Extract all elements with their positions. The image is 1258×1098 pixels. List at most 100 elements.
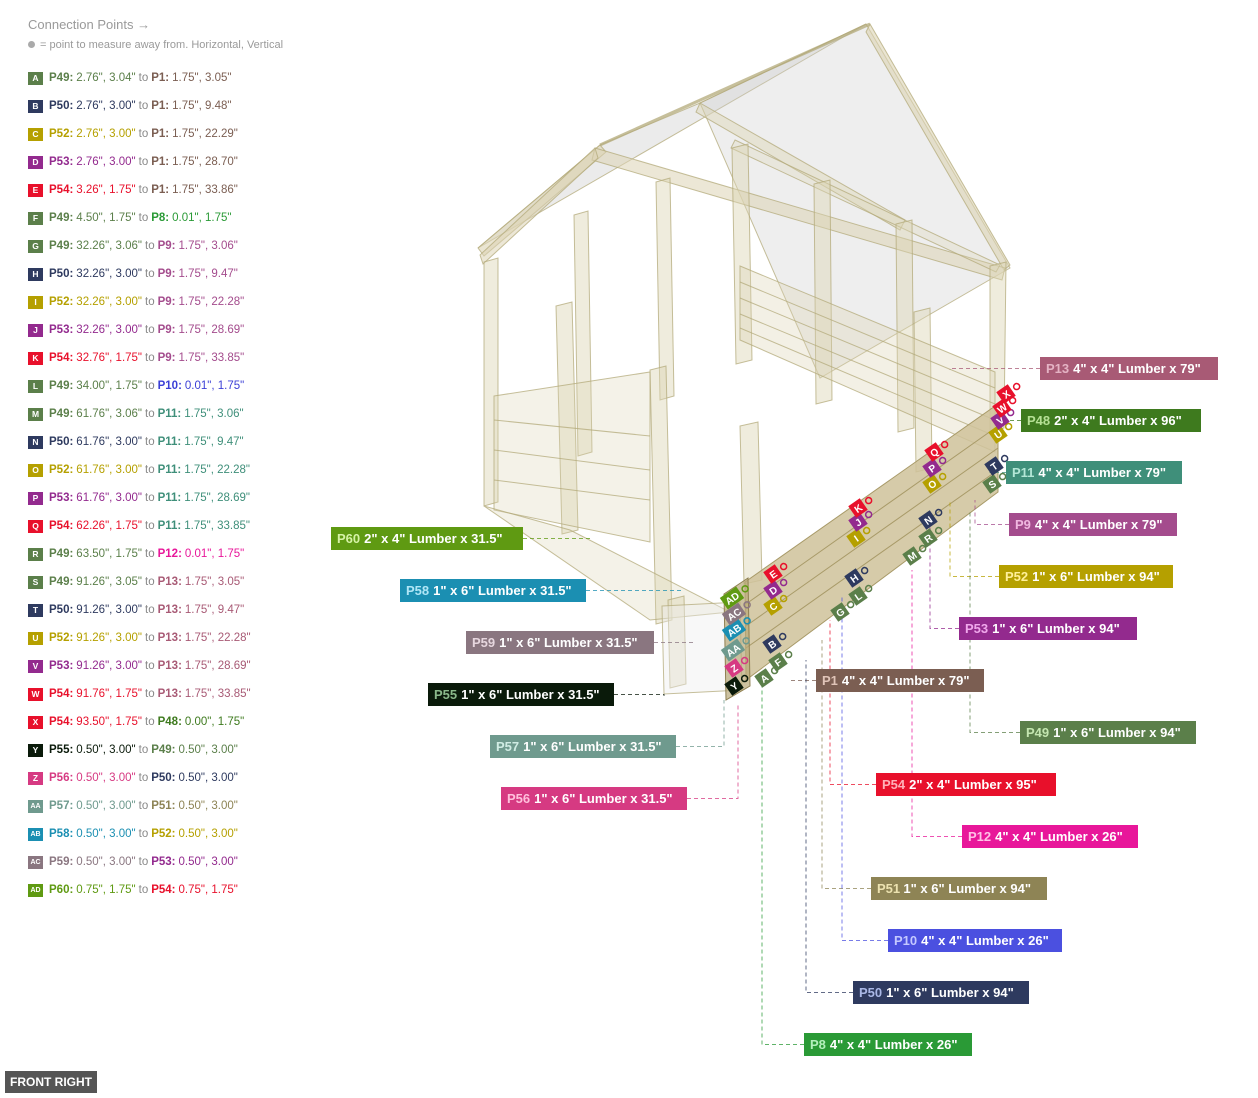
part-label-background [1040,357,1218,380]
connection-badge: A [28,71,43,85]
marker-tag [848,586,868,606]
to-part: P10: [157,380,182,392]
measure-point-icon [864,510,873,519]
marker-tag [996,384,1016,404]
to-value: 1.75", 28.69" [178,324,245,336]
part-label-background [804,1033,972,1056]
part-label-background [853,981,1029,1004]
connection-marker-b[interactable]: B [762,629,789,654]
connection-marker-i[interactable]: I [846,523,873,548]
to-value: 0.01", 1.75" [184,380,245,392]
connection-badge: K [28,351,43,365]
left-board-line-1 [493,419,651,437]
connection-marker-l[interactable]: L [848,581,875,606]
connection-marker-h[interactable]: H [844,563,871,588]
part-label-background [490,735,676,758]
leader-line [687,704,739,799]
to-word: to [138,744,149,756]
to-value: 1.75", 3.06" [184,408,244,420]
connection-marker-s[interactable]: S [982,469,1009,494]
connection-marker-j[interactable]: J [848,507,875,532]
connection-marker-y[interactable]: Y [724,671,751,696]
to-value: 0.01", 1.75" [184,548,245,560]
to-word: to [138,884,149,896]
view-front-right-button[interactable]: FRONT RIGHT [5,1071,97,1093]
connection-marker-g[interactable]: G [830,597,857,622]
connection-marker-e[interactable]: E [763,559,790,584]
connection-marker-q[interactable]: Q [924,437,951,462]
from-value: 93.50", 1.75" [76,716,143,728]
part-label-background [1021,409,1201,432]
connection-marker-m[interactable]: M [902,541,929,566]
part-label-background [400,579,586,602]
connection-marker-p[interactable]: P [922,453,949,478]
connection-badge: P [28,491,43,505]
connection-marker-z[interactable]: Z [724,653,751,678]
connection-marker-a[interactable]: A [754,663,781,688]
to-part: P9: [157,240,176,252]
part-label-background [876,773,1056,796]
measure-point-icon [779,594,788,603]
marker-tag [830,602,850,622]
connection-marker-d[interactable]: D [763,575,790,600]
marker-letter: L [853,591,864,604]
connection-marker-k[interactable]: K [848,493,875,518]
connection-marker-r[interactable]: R [918,523,945,548]
connection-badge: E [28,183,43,197]
from-part: P53: [49,492,74,504]
connection-marker-f[interactable]: F [768,647,795,672]
to-part: P9: [157,324,176,336]
connection-marker-n[interactable]: N [918,505,945,530]
from-part: P56: [49,772,74,784]
from-value: 2.76", 3.00" [76,100,136,112]
leader-line [614,694,665,696]
to-word: to [145,324,155,336]
to-word: to [138,72,149,84]
part-label-background [959,617,1137,640]
connection-marker-u[interactable]: U [988,419,1015,444]
connection-marker-x[interactable]: X [996,379,1023,404]
connection-marker-o[interactable]: O [922,469,949,494]
marker-tag [721,602,747,626]
leader-line [911,570,962,837]
to-word: to [145,660,155,672]
from-part: P50: [49,100,74,112]
marker-letter: T [989,461,1000,474]
marker-tag [846,528,866,548]
connection-marker-c[interactable]: C [763,591,790,616]
post-front-right [739,421,763,585]
to-part: P11: [157,436,182,448]
connection-marker-v[interactable]: V [990,405,1017,430]
from-part: P52: [49,632,74,644]
part-label-background [1009,513,1177,536]
to-value: 1.75", 3.06" [178,240,238,252]
